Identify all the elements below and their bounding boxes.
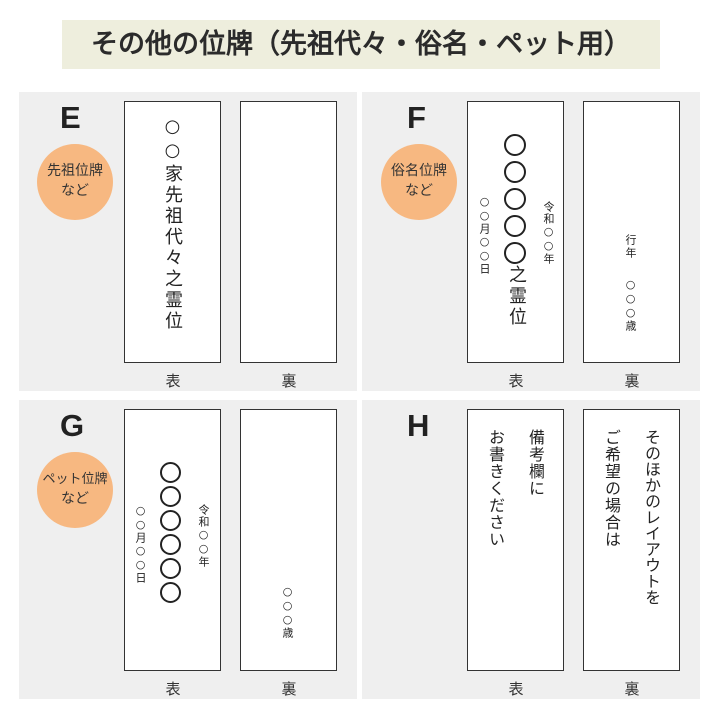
panel-g-back-age: ○○○歳 bbox=[281, 585, 294, 639]
name-circle bbox=[160, 486, 181, 507]
panel-f-name-tail: 之霊位 bbox=[506, 265, 527, 328]
panel-h-front-card bbox=[467, 409, 564, 671]
panel-g-front-date: ○○月○○日 bbox=[134, 504, 147, 584]
panel-e-front-caption: 表 bbox=[165, 372, 181, 390]
panel-e-back-caption: 裏 bbox=[281, 372, 297, 390]
badge-line-2: など bbox=[405, 183, 433, 199]
panel-e-front-name: ○○家先祖代々之霊位 bbox=[162, 116, 183, 332]
title-background bbox=[62, 20, 660, 69]
name-circle bbox=[504, 215, 526, 237]
panel-h-front-line-1: 備考欄に bbox=[526, 429, 545, 497]
panel-g-back-card bbox=[240, 409, 337, 671]
name-circle bbox=[504, 134, 526, 156]
panel-f-back-caption: 裏 bbox=[624, 372, 640, 390]
panel-f-badge: 俗名位牌 など bbox=[381, 144, 457, 220]
name-circle bbox=[160, 510, 181, 531]
panel-g-front-caption: 表 bbox=[165, 680, 181, 698]
panel-f-front-date: ○○月○○日 bbox=[478, 195, 491, 275]
panel-f-front-caption: 表 bbox=[508, 372, 524, 390]
name-circle bbox=[504, 188, 526, 210]
name-circle bbox=[160, 534, 181, 555]
panel-g-letter: G bbox=[60, 408, 85, 443]
panel-f-front-year: 令和○○年 bbox=[542, 201, 555, 265]
panel-f-back-card bbox=[583, 101, 680, 363]
name-circle bbox=[504, 242, 526, 264]
name-circle bbox=[504, 161, 526, 183]
panel-h-back-line-1: そのほかのレイアウトを bbox=[642, 429, 661, 605]
panel-f-back-age: ○○○歳 bbox=[624, 278, 637, 332]
panel-h-front-line-2: お書きください bbox=[486, 429, 505, 548]
page-title: その他の位牌（先祖代々・俗名・ペット用） bbox=[91, 29, 631, 60]
panel-e-back-card bbox=[240, 101, 337, 363]
panel-h-front-caption: 表 bbox=[508, 680, 524, 698]
badge-line-2: など bbox=[61, 491, 89, 507]
panel-h-letter: H bbox=[407, 408, 430, 443]
panel-h-back-line-2: ご希望の場合は bbox=[602, 429, 621, 548]
name-circle bbox=[160, 582, 181, 603]
badge-line-1: 俗名位牌 bbox=[391, 163, 447, 179]
name-circle bbox=[160, 462, 181, 483]
panel-g-front-year: 令和○○年 bbox=[197, 504, 210, 568]
panel-f-back-age-label: 行年 bbox=[624, 234, 637, 260]
panel-g-name-circles bbox=[160, 462, 181, 606]
badge-line-1: 先祖位牌 bbox=[47, 163, 103, 179]
panel-h-back-card bbox=[583, 409, 680, 671]
panel-e-badge: 先祖位牌 など bbox=[37, 144, 113, 220]
panel-e-front-card bbox=[124, 101, 221, 363]
name-circle bbox=[160, 558, 181, 579]
panel-h-back-caption: 裏 bbox=[624, 680, 640, 698]
badge-line-2: など bbox=[61, 183, 89, 199]
panel-g-back-caption: 裏 bbox=[281, 680, 297, 698]
panel-f-name-circles bbox=[504, 134, 526, 269]
panel-f-letter: F bbox=[407, 100, 426, 135]
panel-g-badge: ペット位牌 など bbox=[37, 452, 113, 528]
badge-line-1: ペット位牌 bbox=[42, 472, 108, 487]
panel-e-letter: E bbox=[60, 100, 81, 135]
